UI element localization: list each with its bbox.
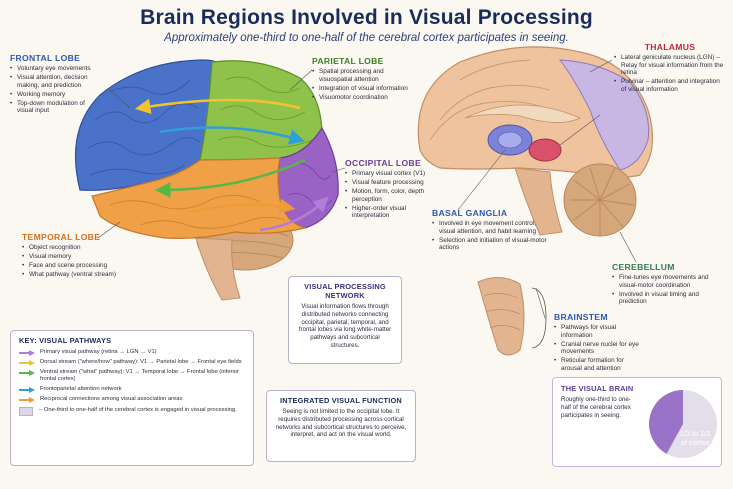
- list-item: Face and scene processing: [22, 262, 122, 270]
- brainstem-title: BRAINSTEM: [554, 312, 608, 322]
- key-item-text: Primary visual pathway (retina → LGN → V…: [40, 349, 157, 355]
- integrated-visual-function-box: INTEGRATED VISUAL FUNCTION Seeing is not…: [266, 390, 416, 462]
- visual-brain-box: THE VISUAL BRAIN Roughly one-third to on…: [552, 377, 722, 467]
- visual-processing-network-box: VISUAL PROCESSING NETWORK Visual informa…: [288, 276, 402, 364]
- list-item: Top-down modulation of visual input: [10, 100, 98, 115]
- right-cerebellum-shape: [563, 163, 637, 237]
- visual-brain-text: Roughly one-third to one-half of the cer…: [561, 396, 631, 419]
- list-item: Visual feature processing: [345, 179, 429, 187]
- key-item-text: Frontoparietal attention network: [40, 386, 122, 392]
- basal-ganglia-list: Involved in eye movement control, visual…: [432, 220, 550, 252]
- key-swatch-row: – One-third to one-half of the cerebral …: [19, 407, 245, 416]
- list-item: Integration of visual information: [312, 85, 410, 93]
- thalamus-title: THALAMUS: [644, 42, 696, 52]
- brainstem-label: BRAINSTEM Pathways for visual informatio…: [554, 312, 644, 374]
- thalamus-list: Lateral geniculate nucleus (LGN) – Relay…: [614, 54, 726, 93]
- network-box-title: VISUAL PROCESSING NETWORK: [304, 282, 386, 300]
- arrow-icon: [19, 397, 35, 403]
- list-item: Higher-order visual interpretation: [345, 205, 429, 220]
- thalamus-label: THALAMUS Lateral geniculate nucleus (LGN…: [614, 42, 726, 95]
- key-row: Primary visual pathway (retina → LGN → V…: [19, 349, 245, 356]
- list-item: Visual attention, decision making, and p…: [10, 74, 98, 89]
- brainstem-illustration: [477, 277, 525, 356]
- key-item-text: Dorsal stream ("where/how" pathway): V1 …: [40, 359, 242, 365]
- key-row: Frontoparietal attention network: [19, 386, 245, 393]
- list-item: Spatial processing and visuospatial atte…: [312, 68, 410, 83]
- list-item: Motion, form, color, depth perception: [345, 188, 429, 203]
- list-item: Visuomotor coordination: [312, 94, 410, 102]
- list-item: Visual memory: [22, 253, 122, 261]
- occipital-lobe-label: OCCIPITAL LOBE Primary visual cortex (V1…: [345, 158, 429, 222]
- temporal-lobe-title: TEMPORAL LOBE: [22, 232, 101, 242]
- frontal-lobe-list: Voluntary eye movementsVisual attention,…: [10, 65, 98, 115]
- temporal-lobe-list: Object recognitionVisual memoryFace and …: [22, 244, 122, 279]
- parietal-lobe-shape: [199, 60, 323, 161]
- pathway-key-box: KEY: VISUAL PATHWAYS Primary visual path…: [10, 330, 254, 466]
- arrow-icon: [19, 360, 35, 366]
- pie-label-line-2: of cortex: [681, 438, 710, 447]
- key-rows: Primary visual pathway (retina → LGN → V…: [19, 349, 245, 403]
- network-box-text: Visual information flows through distrib…: [298, 303, 392, 349]
- key-title: KEY: VISUAL PATHWAYS: [19, 336, 112, 345]
- list-item: Selection and initiation of visual-motor…: [432, 237, 550, 252]
- cerebellum-list: Fine-tunes eye movements and visual-moto…: [612, 274, 726, 306]
- list-item: Object recognition: [22, 244, 122, 252]
- page-title: Brain Regions Involved in Visual Process…: [140, 6, 593, 29]
- right-brainstem-shape: [514, 167, 563, 236]
- frontal-lobe-label: FRONTAL LOBE Voluntary eye movementsVisu…: [10, 53, 98, 117]
- list-item: Lateral geniculate nucleus (LGN) – Relay…: [614, 54, 726, 77]
- key-row: Ventral stream ("what" pathway): V1 → Te…: [19, 369, 245, 383]
- arrow-icon: [19, 387, 35, 393]
- list-item: Pulvinar – attention and integration of …: [614, 78, 726, 93]
- left-brainstem: [195, 237, 241, 301]
- integrated-box-title: INTEGRATED VISUAL FUNCTION: [280, 396, 402, 405]
- list-item: Primary visual cortex (V1): [345, 170, 429, 178]
- list-item: What pathway (ventral stream): [22, 271, 122, 279]
- brainstem-list: Pathways for visual informationCranial n…: [554, 324, 644, 373]
- pie-slice: [649, 390, 683, 454]
- key-item-text: Reciprocal connections among visual asso…: [40, 396, 183, 402]
- arrow-icon: [19, 370, 35, 376]
- list-item: Involved in eye movement control, visual…: [432, 220, 550, 235]
- cerebellum-title: CEREBELLUM: [612, 262, 675, 272]
- temporal-lobe-label: TEMPORAL LOBE Object recognitionVisual m…: [22, 232, 122, 280]
- parietal-lobe-list: Spatial processing and visuospatial atte…: [312, 68, 410, 101]
- occipital-lobe-list: Primary visual cortex (V1)Visual feature…: [345, 170, 429, 220]
- list-item: Reticular formation for arousal and atte…: [554, 357, 644, 372]
- visual-brain-title: THE VISUAL BRAIN: [561, 384, 634, 393]
- list-item: Involved in visual timing and prediction: [612, 291, 726, 306]
- pie-label-line-1: 1/3 to 1/2: [680, 429, 711, 438]
- key-swatch-text: – One-third to one-half of the cerebral …: [39, 407, 237, 413]
- key-item-text: Ventral stream ("what" pathway): V1 → Te…: [40, 369, 239, 382]
- list-item: Voluntary eye movements: [10, 65, 98, 73]
- list-item: Working memory: [10, 91, 98, 99]
- page-subtitle: Approximately one-third to one-half of t…: [164, 32, 569, 44]
- frontal-lobe-title: FRONTAL LOBE: [10, 53, 81, 63]
- parietal-lobe-title: PARIETAL LOBE: [312, 56, 384, 66]
- basal-ganglia-label: BASAL GANGLIA Involved in eye movement c…: [432, 208, 550, 253]
- parietal-lobe-label: PARIETAL LOBE Spatial processing and vis…: [312, 56, 410, 103]
- cortex-swatch: [19, 407, 33, 416]
- cortex-pie-chart: 1/3 to 1/2 of cortex: [649, 390, 717, 458]
- key-row: Dorsal stream ("where/how" pathway): V1 …: [19, 359, 245, 366]
- cerebellum-label: CEREBELLUM Fine-tunes eye movements and …: [612, 262, 726, 307]
- occipital-lobe-title: OCCIPITAL LOBE: [345, 158, 421, 168]
- integrated-box-text: Seeing is not limited to the occipital l…: [275, 408, 407, 439]
- basal-ganglia-title: BASAL GANGLIA: [432, 208, 508, 218]
- thalamus-shape: [528, 138, 562, 162]
- list-item: Pathways for visual information: [554, 324, 644, 339]
- key-row: Reciprocal connections among visual asso…: [19, 396, 245, 403]
- list-item: Fine-tunes eye movements and visual-moto…: [612, 274, 726, 289]
- arrow-icon: [19, 350, 35, 356]
- list-item: Cranial nerve nuclei for eye movements: [554, 341, 644, 356]
